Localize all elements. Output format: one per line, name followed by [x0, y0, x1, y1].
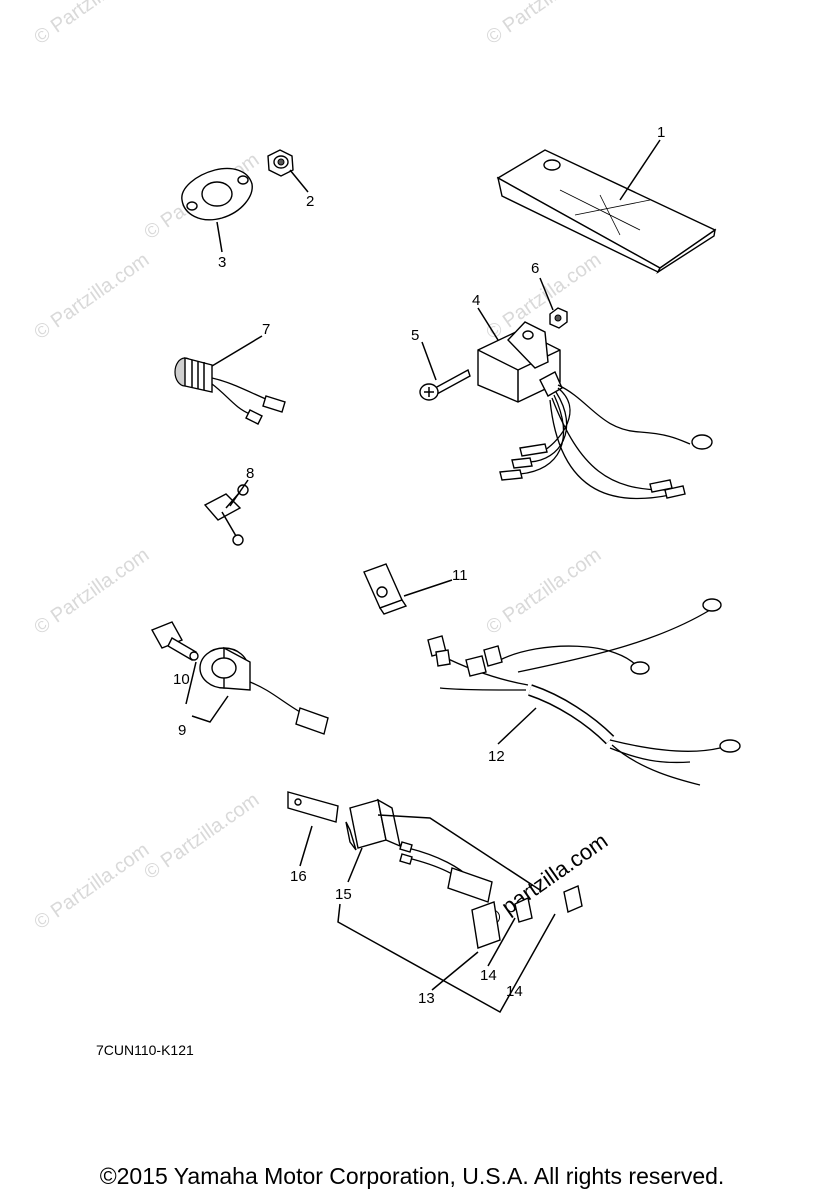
- part-9-main-switch: [199, 646, 329, 735]
- callout-1: 1: [657, 124, 665, 141]
- copyright-notice: ©2015 Yamaha Motor Corporation, U.S.A. A…: [99, 1163, 725, 1189]
- watermark: © Partzilla.com: [482, 544, 605, 639]
- watermark: © Partzilla.com: [30, 0, 153, 49]
- callout-14b: 14: [506, 983, 523, 1000]
- callout-13: 13: [418, 990, 435, 1007]
- part-13-relay-assembly: [399, 841, 583, 949]
- callout-6: 6: [531, 260, 539, 277]
- callout-labels: 1 2 3 4 5 6 7 8 9 10 11 12 13 14 14 15 1…: [173, 124, 665, 1007]
- part-11-rectifier: [363, 563, 408, 615]
- callout-12: 12: [488, 748, 505, 765]
- callout-11: 11: [452, 567, 468, 584]
- part-7-switch: [174, 357, 286, 425]
- part-15-fuse-holder: [345, 798, 401, 851]
- watermark: © Partzilla.com: [482, 0, 605, 49]
- part-12-wire-harness: [427, 598, 741, 786]
- leader-lines: [185, 139, 661, 1014]
- part-2-nut: [267, 149, 294, 177]
- callout-8: 8: [246, 465, 254, 482]
- part-16-plate: [287, 791, 339, 823]
- part-4-wiring: [499, 384, 713, 500]
- callout-16: 16: [290, 868, 307, 885]
- part-10-key: [151, 621, 199, 661]
- part-5-screw: [419, 368, 471, 401]
- callout-9: 9: [178, 722, 186, 739]
- callout-3: 3: [218, 254, 226, 271]
- watermark: © Partzilla.com: [30, 544, 153, 639]
- part-1-pad: [496, 149, 717, 274]
- callout-10: 10: [173, 671, 190, 688]
- watermark: © Partzilla.com: [30, 249, 153, 344]
- callout-7: 7: [262, 321, 270, 338]
- watermark: © Partzilla.com: [482, 249, 605, 344]
- callout-14: 14: [480, 967, 497, 984]
- part-8-clip: [203, 484, 249, 546]
- callout-15: 15: [335, 886, 352, 903]
- part-4-cdi-unit: [477, 321, 563, 403]
- watermark: © Partzilla.com: [140, 789, 263, 884]
- watermark-dark: © partzilla.com: [479, 828, 613, 932]
- watermark: © Partzilla.com: [30, 839, 153, 934]
- part-3-gasket: [181, 167, 253, 221]
- callout-5: 5: [411, 327, 419, 344]
- part-6-nut: [549, 307, 568, 329]
- diagram-code: 7CUN110-K121: [96, 1042, 194, 1058]
- callout-4: 4: [472, 292, 480, 309]
- callout-2: 2: [306, 193, 314, 210]
